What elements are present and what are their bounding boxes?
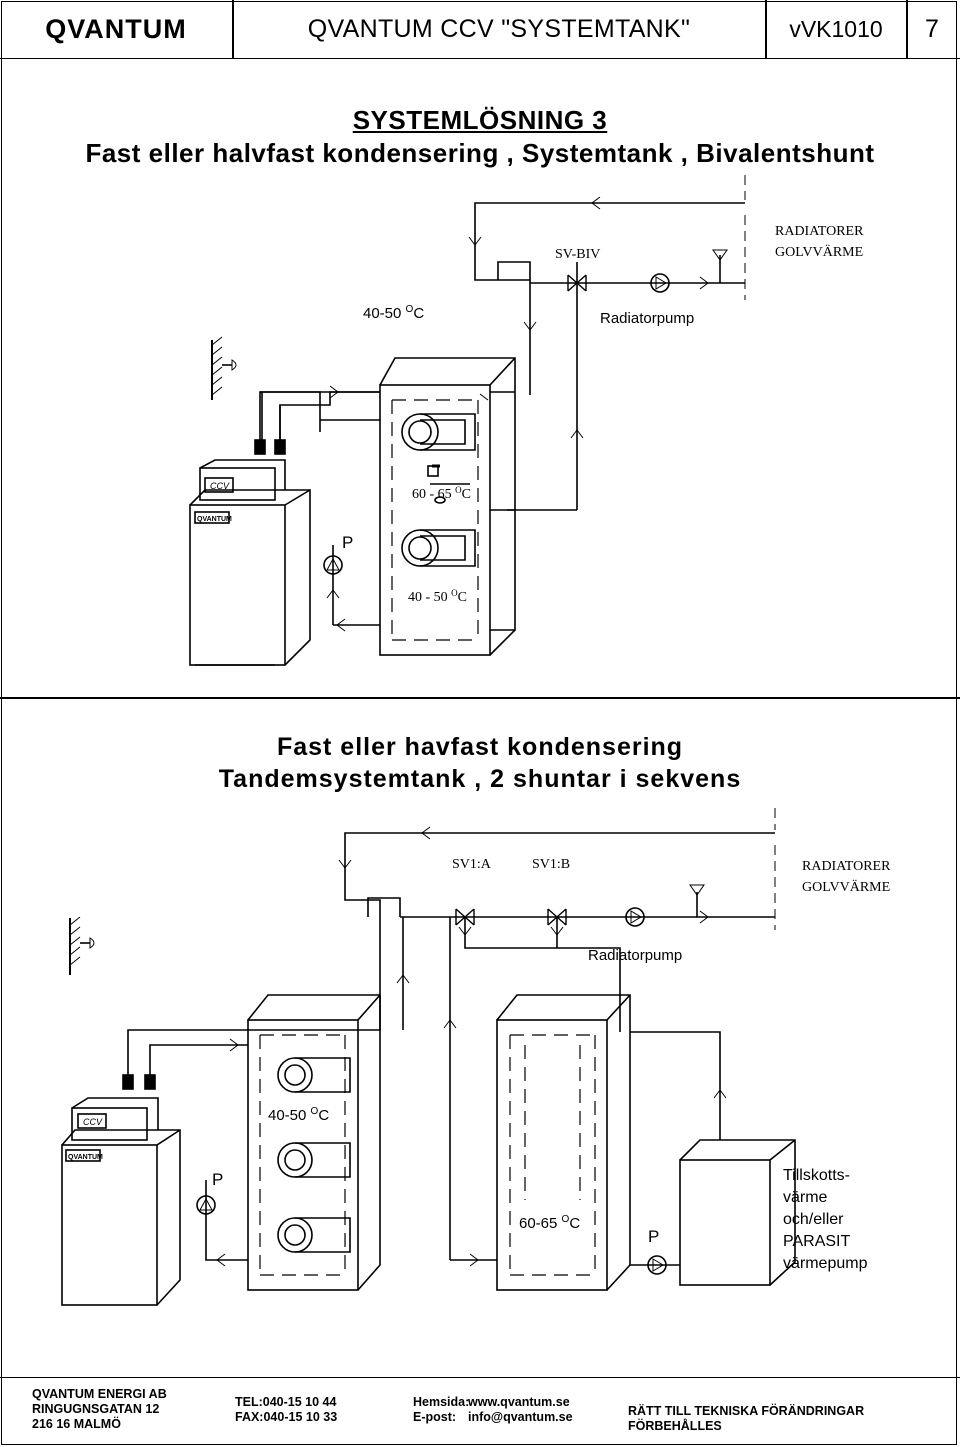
- document-title-cell: QVANTUM CCV "SYSTEMTANK": [233, 0, 765, 58]
- footer-web-label: Hemsida:: [413, 1395, 470, 1409]
- radiators-label-line1: RADIATORER: [802, 859, 891, 874]
- pump-p-label: P: [648, 1227, 659, 1246]
- footer-rights: RÄTT TILL TEKNISKA FÖRÄNDRINGAR FÖRBEHÅL…: [628, 1404, 865, 1433]
- footer-mail-link[interactable]: info@qvantum.se: [468, 1410, 573, 1424]
- document-code: vVK1010: [789, 15, 883, 42]
- header-divider: [906, 0, 908, 58]
- brand-logo: QVANTUM: [0, 0, 232, 58]
- valve-label: SV-BIV: [555, 247, 600, 262]
- radiators-label-line1: RADIATORER: [775, 224, 864, 239]
- extra-heat-line4: PARASIT: [783, 1233, 851, 1250]
- pump-p-label: P: [212, 1170, 223, 1189]
- extra-heat-line1: Tillskotts-: [783, 1167, 850, 1184]
- pump-p-label: P: [342, 533, 353, 552]
- tank1-temp: 40-50 OC: [268, 1106, 329, 1124]
- footer-web-link[interactable]: www.qvantum.se: [468, 1395, 570, 1409]
- header-bar: QVANTUM QVANTUM CCV "SYSTEMTANK" vVK1010…: [0, 0, 960, 59]
- document-title: QVANTUM CCV "SYSTEMTANK": [307, 14, 691, 43]
- diagram-tandemsystemtank: SV1:A SV1:B RADIATORER GOLVVÄRME Radiato…: [61, 808, 891, 1306]
- supply-temp-label: 40-50 OC: [363, 304, 424, 322]
- brand-logo-text: QVANTUM: [45, 13, 187, 44]
- section-divider: [0, 697, 960, 699]
- section1-heading: SYSTEMLÖSNING 3: [352, 105, 608, 135]
- extra-heat-line3: och/eller: [783, 1211, 844, 1228]
- unit-brand: QVANTUM: [68, 1154, 103, 1161]
- extra-heat-line2: värme: [783, 1189, 828, 1206]
- unit-badge: CCV: [210, 481, 230, 491]
- footer-company: QVANTUM ENERGI AB: [32, 1387, 167, 1401]
- extra-heat-line5: värmepump: [783, 1255, 868, 1272]
- tank-bottom-temp: 40 - 50 OC: [408, 588, 467, 605]
- section2-heading-line1: Fast eller havfast kondensering: [276, 733, 684, 761]
- page-number: 7: [925, 14, 939, 43]
- footer-tel: TEL:040-15 10 44: [235, 1395, 337, 1409]
- valve-b-label: SV1:B: [532, 857, 570, 872]
- radiators-label-line2: GOLVVÄRME: [775, 243, 863, 260]
- header-divider: [765, 0, 767, 58]
- pump-label: Radiatorpump: [600, 310, 694, 327]
- radiators-label-line2: GOLVVÄRME: [802, 878, 890, 895]
- diagram-systemtank: SV-BIV RADIATORER GOLVVÄRME 40-50 OC Rad…: [189, 175, 864, 666]
- footer-city: 216 16 MALMÖ: [32, 1417, 121, 1431]
- tank2-temp: 60-65 OC: [519, 1214, 580, 1232]
- section2-heading-line2: Tandemsystemtank , 2 shuntar i sekvens: [218, 765, 742, 793]
- footer-fax: FAX:040-15 10 33: [235, 1410, 338, 1424]
- unit-badge: CCV: [83, 1117, 103, 1127]
- header-divider: [232, 0, 234, 58]
- tank-top-temp: 60 - 65 OC: [412, 485, 471, 502]
- footer-mail-label: E-post:: [413, 1410, 457, 1424]
- page-number-cell: 7: [907, 0, 957, 58]
- unit-brand: QVANTUM: [197, 516, 232, 523]
- section1-subheading: Fast eller halvfast kondensering , Syste…: [85, 138, 875, 168]
- valve-a-label: SV1:A: [452, 857, 492, 872]
- footer-street: RINGUGNSGATAN 12: [32, 1402, 160, 1416]
- pump-label: Radiatorpump: [588, 947, 682, 964]
- footer: QVANTUM ENERGI AB RINGUGNSGATAN 12 216 1…: [0, 1377, 960, 1446]
- document-code-cell: vVK1010: [766, 0, 906, 58]
